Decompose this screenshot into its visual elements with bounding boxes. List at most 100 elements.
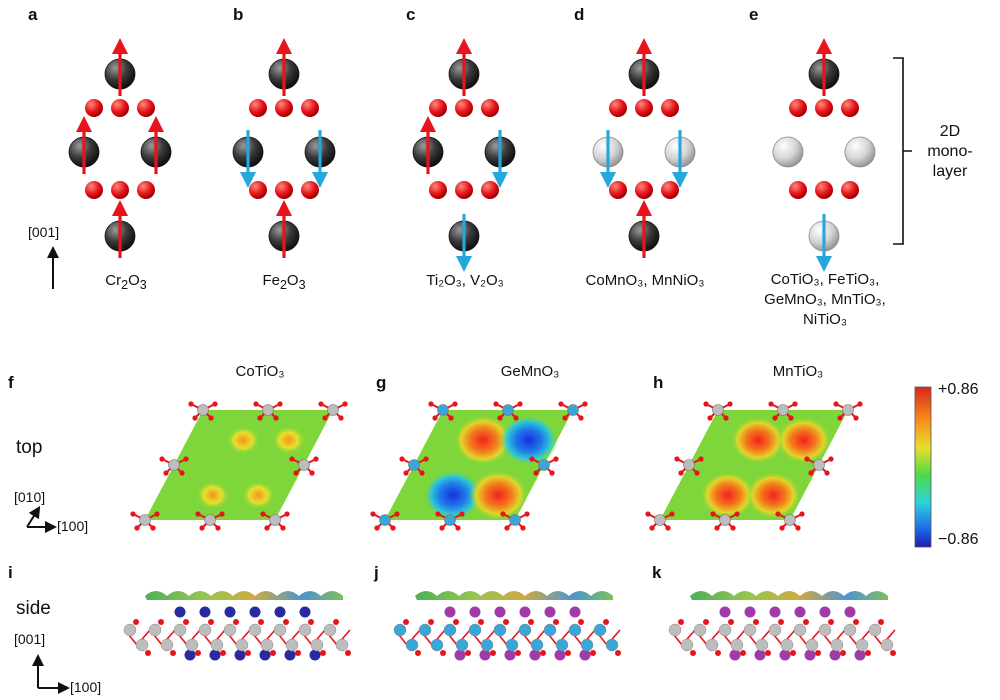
oxygen-atom xyxy=(432,415,438,421)
cation-atom xyxy=(718,623,732,637)
oxygen-atom xyxy=(415,650,421,656)
cation-atom xyxy=(654,514,666,526)
oxygen-atom xyxy=(824,470,830,476)
magnetic-atom xyxy=(554,649,566,661)
cation-atom xyxy=(680,638,694,652)
cation-atom xyxy=(310,638,324,652)
nonmagnetic-cation xyxy=(772,136,804,168)
cation-atom xyxy=(168,459,180,471)
cation-atom xyxy=(298,459,310,471)
row-label-side: side xyxy=(16,598,51,619)
oxygen-atom xyxy=(828,456,834,462)
oxygen-atom xyxy=(233,619,239,625)
oxygen-atom xyxy=(338,415,344,421)
oxygen-atom xyxy=(549,470,555,476)
side-view-slabs xyxy=(123,591,896,661)
compound-label-c: Ti₂O₃, V₂O₃ xyxy=(426,272,504,289)
cation-atom xyxy=(223,623,237,637)
charge-density-maps xyxy=(130,401,863,531)
magnetic-atom xyxy=(249,606,261,618)
oxygen-atom xyxy=(504,525,510,531)
cation-atom xyxy=(719,514,731,526)
oxygen-atom xyxy=(453,619,459,625)
cation-atom xyxy=(580,638,594,652)
oxygen-atom xyxy=(603,619,609,625)
oxygen-atom xyxy=(578,619,584,625)
oxygen-atom xyxy=(322,415,328,421)
panel-letter-g: g xyxy=(376,373,387,392)
oxygen-atom xyxy=(183,619,189,625)
density-map-h xyxy=(645,401,863,531)
oxygen-atom xyxy=(308,619,314,625)
oxygen-atom xyxy=(795,525,801,531)
oxygen-atom xyxy=(273,415,279,421)
oxygen-atom xyxy=(465,650,471,656)
oxygen-atom xyxy=(734,511,740,517)
oxygen-atom xyxy=(264,525,270,531)
oxygen-atom xyxy=(154,511,160,517)
oxygen-atom xyxy=(890,650,896,656)
oxygen-atom xyxy=(435,511,441,517)
cation-atom xyxy=(273,623,287,637)
cation-atom xyxy=(813,459,825,471)
oxygen-atom xyxy=(295,650,301,656)
top-axis-b-label: [010] xyxy=(14,489,46,505)
oxygen-atom xyxy=(320,650,326,656)
hot-spot xyxy=(776,416,831,464)
oxygen-atom xyxy=(715,650,721,656)
oxygen-atom xyxy=(260,511,266,517)
oxygen-atom xyxy=(553,619,559,625)
cation-atom xyxy=(712,404,724,416)
oxygen-atom xyxy=(649,525,655,531)
oxygen-atom xyxy=(459,511,465,517)
cation-atom xyxy=(393,623,407,637)
cation-atom xyxy=(543,623,557,637)
cation-atom xyxy=(405,638,419,652)
cation-atom xyxy=(505,638,519,652)
hot-spot xyxy=(453,415,513,466)
monolayer-bracket xyxy=(893,57,912,245)
oxygen-atom xyxy=(609,181,627,199)
oxygen-atom xyxy=(455,525,461,531)
oxygen-atom xyxy=(678,470,684,476)
oxygen-atom xyxy=(403,619,409,625)
stack-a xyxy=(68,38,172,258)
cation-atom xyxy=(443,623,457,637)
oxygen-atom xyxy=(275,181,293,199)
oxygen-atom xyxy=(448,415,454,421)
oxygen-atom xyxy=(257,415,263,421)
magnetic-atom xyxy=(579,649,591,661)
cation-atom xyxy=(668,623,682,637)
oxygen-atom xyxy=(345,650,351,656)
oxygen-atom xyxy=(645,511,651,517)
magnetic-atom xyxy=(299,606,311,618)
oxygen-atom xyxy=(440,650,446,656)
oxygen-atom xyxy=(374,525,380,531)
oxygen-atom xyxy=(815,650,821,656)
magnetic-atom xyxy=(754,649,766,661)
oxygen-atom xyxy=(828,619,834,625)
magnetic-atom xyxy=(769,606,781,618)
oxygen-atom xyxy=(669,511,675,517)
cation-atom xyxy=(855,638,869,652)
cation-atom xyxy=(285,638,299,652)
oxygen-atom xyxy=(558,401,564,407)
oxygen-atom xyxy=(159,456,165,462)
cold-spot xyxy=(499,415,559,466)
oxygen-atom xyxy=(253,401,259,407)
oxygen-atom xyxy=(452,401,458,407)
oxygen-atom xyxy=(309,470,315,476)
oxygen-atom xyxy=(503,619,509,625)
oxygen-atom xyxy=(284,511,290,517)
oxygen-atom xyxy=(753,619,759,625)
magnetic-atom xyxy=(284,649,296,661)
cation-atom xyxy=(755,638,769,652)
cation-atom xyxy=(538,459,550,471)
oxygen-atom xyxy=(779,525,785,531)
oxygen-atom xyxy=(158,619,164,625)
oxygen-atom xyxy=(133,619,139,625)
cation-atom xyxy=(693,623,707,637)
oxygen-atom xyxy=(878,619,884,625)
cation-atom xyxy=(235,638,249,652)
oxygen-atom xyxy=(635,181,653,199)
